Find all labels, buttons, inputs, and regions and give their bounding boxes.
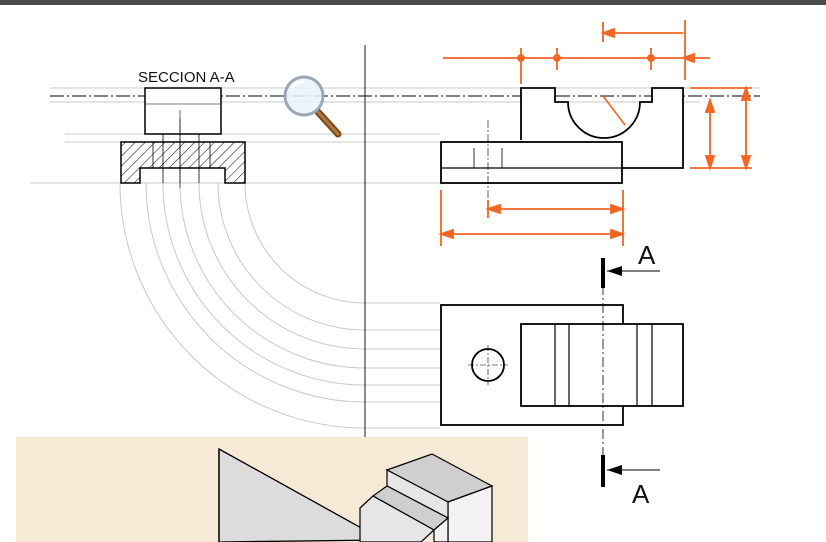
plan-view bbox=[440, 285, 684, 455]
cutting-plane-bottom: A bbox=[601, 455, 660, 509]
section-view: SECCION A-A bbox=[120, 69, 246, 190]
isometric-panel bbox=[16, 437, 528, 542]
cutting-plane-top: A bbox=[601, 240, 660, 288]
cut-label-bottom: A bbox=[632, 479, 650, 509]
elevation-view bbox=[440, 87, 684, 200]
top-bar bbox=[0, 0, 826, 5]
magnifier-icon[interactable] bbox=[283, 75, 342, 138]
cut-label-top: A bbox=[638, 240, 656, 270]
section-title: SECCION A-A bbox=[138, 69, 235, 86]
dimension-lines bbox=[438, 20, 752, 246]
